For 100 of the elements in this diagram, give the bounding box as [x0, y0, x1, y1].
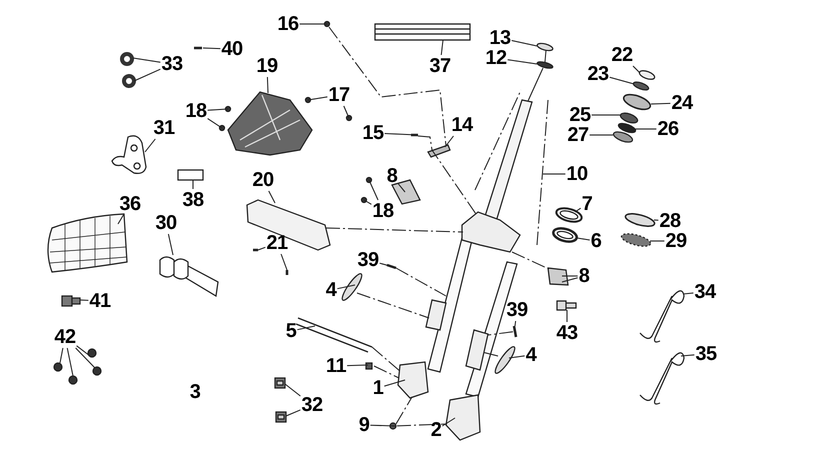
- leader-line: [609, 76, 634, 84]
- axle-part: [295, 317, 373, 353]
- callout-number: 21: [266, 233, 288, 253]
- screw-part: [411, 134, 418, 136]
- callout-number: 32: [301, 395, 323, 415]
- ring-part: [555, 207, 583, 223]
- nut-part: [61, 295, 81, 307]
- callout-number: 30: [155, 213, 177, 233]
- assembly-line: [482, 352, 498, 356]
- assembly-line: [396, 396, 412, 424]
- leader-line: [566, 310, 568, 322]
- ring-part: [120, 52, 134, 66]
- nut-part: [389, 422, 397, 430]
- callout-number: 13: [489, 28, 511, 48]
- assembly-line: [372, 346, 402, 372]
- windscreen-part: [227, 91, 313, 156]
- callout-number: 33: [161, 54, 183, 74]
- callout-number: 9: [358, 415, 370, 435]
- washer-part: [620, 112, 638, 124]
- washer-part: [536, 42, 554, 52]
- callout-number: 18: [372, 201, 394, 221]
- nut-part: [53, 362, 63, 372]
- washer-part: [638, 70, 656, 80]
- callout-number: 29: [665, 231, 687, 251]
- leader-line: [650, 102, 671, 104]
- assembly-line: [418, 136, 476, 214]
- callout-number: 39: [506, 300, 528, 320]
- callout-number: 4: [326, 280, 336, 300]
- assembly-line: [328, 26, 446, 146]
- leader-line: [60, 348, 64, 364]
- leader-line: [296, 326, 316, 330]
- leader-line: [202, 48, 221, 50]
- bearing-part: [612, 131, 634, 143]
- screw-part: [286, 270, 288, 275]
- leader-line: [258, 246, 266, 250]
- leader-line: [398, 183, 406, 192]
- screw-part: [304, 96, 312, 104]
- leader-line: [207, 108, 228, 111]
- callout-number: 37: [429, 56, 451, 76]
- screw-part: [224, 106, 232, 112]
- clip-nut-part: [275, 411, 287, 423]
- cover-part: [47, 213, 128, 273]
- bolt-part: [365, 362, 373, 370]
- leader-line: [576, 238, 590, 240]
- leader-line: [368, 180, 379, 200]
- nut-part: [87, 348, 97, 358]
- leader-line: [379, 262, 390, 266]
- assembly-line: [356, 292, 430, 318]
- callout-number: 8: [386, 166, 398, 186]
- screw-part: [324, 20, 330, 28]
- assembly-line: [396, 268, 446, 296]
- callout-number: 3: [190, 382, 200, 402]
- leader-line: [80, 300, 89, 301]
- callout-number: 17: [328, 85, 350, 105]
- leader-line: [66, 348, 74, 376]
- axis-line: [544, 50, 546, 62]
- leader-line: [346, 364, 368, 366]
- callout-number: 23: [587, 64, 609, 84]
- callout-number: 28: [659, 211, 681, 231]
- callout-number: 43: [556, 323, 578, 343]
- leader-line: [511, 40, 538, 46]
- callout-number: 27: [567, 125, 589, 145]
- seal-part: [618, 122, 636, 134]
- assembly-line: [374, 366, 400, 378]
- leader-line: [192, 180, 194, 190]
- leader-line: [444, 136, 454, 148]
- leader-line: [207, 118, 222, 128]
- bolt-part: [556, 300, 577, 311]
- washer-part: [536, 61, 554, 69]
- nut-part: [68, 375, 78, 385]
- leader-line: [118, 214, 124, 224]
- callout-number: 14: [451, 115, 473, 135]
- bearing-part: [622, 94, 652, 110]
- leader-line: [134, 68, 161, 82]
- callout-number: 24: [671, 93, 693, 113]
- callout-number: 6: [590, 231, 602, 251]
- leader-line: [284, 384, 301, 396]
- leader-line: [634, 128, 657, 130]
- callout-number: 35: [695, 344, 717, 364]
- leader-line: [286, 409, 301, 416]
- callout-number: 16: [277, 14, 299, 34]
- leader-line: [680, 354, 695, 356]
- pin-part: [427, 144, 451, 158]
- spring-part: [639, 352, 685, 405]
- clamp-part: [159, 256, 219, 297]
- assembly-line: [396, 424, 448, 426]
- callout-number: 2: [430, 420, 442, 440]
- assembly-line: [326, 228, 464, 232]
- washer-part: [632, 81, 650, 91]
- leader-line: [682, 292, 694, 294]
- bearing-part: [624, 213, 656, 227]
- leader-line: [384, 380, 406, 387]
- leader-line: [574, 208, 582, 212]
- leader-line: [514, 320, 516, 326]
- callout-number: 42: [54, 327, 76, 347]
- fork-leg-part: [397, 237, 473, 399]
- callout-number: 18: [185, 101, 207, 121]
- leader-line: [75, 348, 96, 368]
- callout-number: 10: [566, 164, 588, 184]
- leader-line: [343, 106, 350, 118]
